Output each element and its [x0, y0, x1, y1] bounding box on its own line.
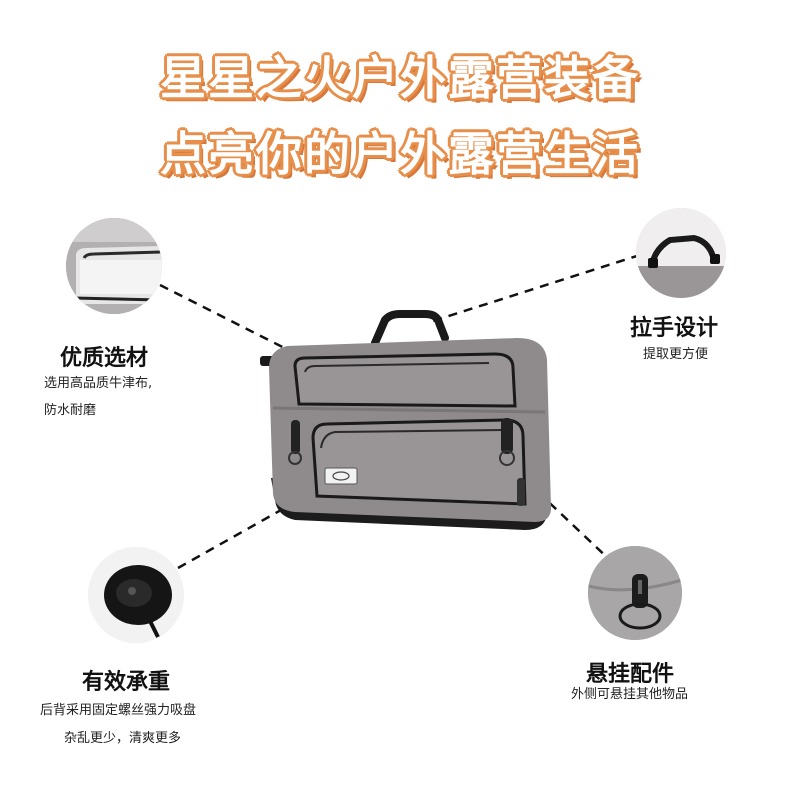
suction-desc-line-2: 杂乱更少，清爽更多	[64, 731, 182, 746]
connector-suction	[177, 503, 291, 570]
suction-title: 有效承重	[82, 670, 171, 695]
handle-title: 拉手设计	[630, 316, 719, 341]
headline-line-2: 点亮你的户外露营生活	[160, 127, 640, 181]
connector-handle	[429, 253, 641, 324]
handle-desc: 提取更方便	[643, 347, 709, 362]
material-desc-line-1: 选用高品质牛津布,	[44, 376, 153, 391]
fabric-pocket-icon	[66, 218, 162, 314]
headline-line-1: 星星之火户外露营装备	[160, 51, 640, 105]
hook-accessory-icon	[588, 546, 682, 640]
material-detail-image	[66, 218, 162, 314]
hook-desc: 外侧可悬挂其他物品	[571, 687, 689, 702]
suction-cup-icon	[88, 547, 184, 643]
material-title: 优质选材	[60, 346, 149, 371]
suction-detail-image	[88, 547, 184, 643]
hook-title: 悬挂配件	[586, 662, 675, 687]
bag-product-image	[260, 310, 551, 530]
handle-icon	[636, 208, 726, 298]
handle-detail-image	[636, 208, 726, 298]
hook-detail-image	[588, 546, 682, 640]
suction-desc-line-1: 后背采用固定螺丝强力吸盘	[40, 703, 197, 718]
material-desc-line-2: 防水耐磨	[44, 403, 97, 418]
